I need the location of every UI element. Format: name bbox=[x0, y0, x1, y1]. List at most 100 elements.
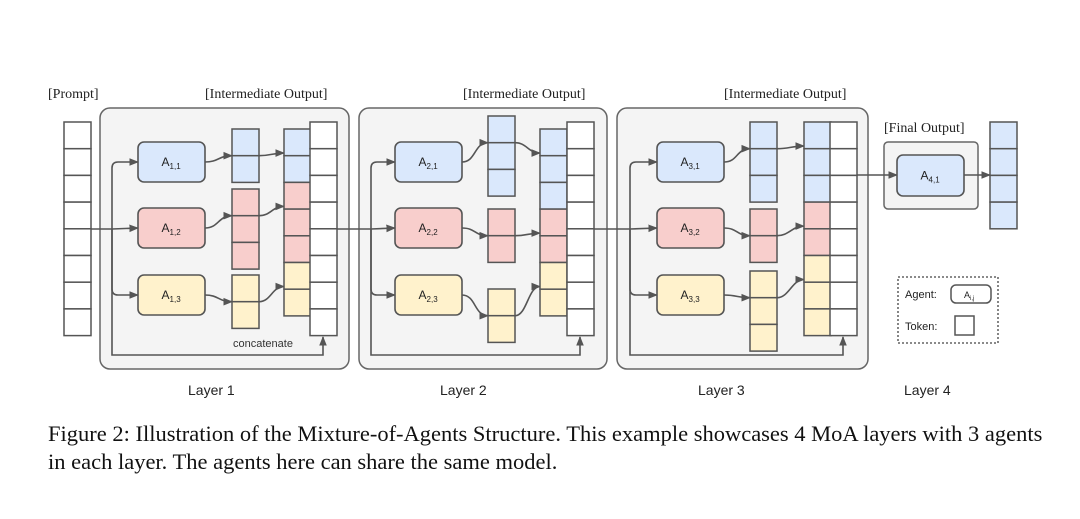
concat-arrow bbox=[514, 229, 541, 237]
token-cell bbox=[539, 208, 568, 237]
token-cell bbox=[829, 174, 858, 203]
concat-arrow bbox=[514, 282, 541, 317]
agent-3-1-output bbox=[749, 121, 778, 203]
layer-1-name: Layer 1 bbox=[188, 382, 235, 398]
token-cell bbox=[566, 174, 595, 203]
connector-lines bbox=[71, 138, 991, 356]
agent-output-arrow bbox=[204, 294, 233, 306]
token-cell bbox=[803, 174, 832, 203]
token-cell bbox=[829, 201, 858, 230]
token-cell bbox=[539, 181, 568, 210]
agent-box bbox=[394, 141, 463, 183]
agent-box bbox=[394, 274, 463, 316]
layer-2-concatenated-output bbox=[539, 128, 568, 317]
agent-2-2: A2,2 bbox=[394, 207, 463, 249]
token-cell bbox=[63, 308, 92, 337]
token-cell bbox=[63, 254, 92, 283]
token-cell bbox=[749, 234, 778, 264]
agent-2-1: A2,1 bbox=[394, 141, 463, 183]
agent-2-3-output bbox=[487, 288, 516, 344]
token-cell bbox=[283, 288, 312, 317]
token-cell bbox=[309, 254, 338, 283]
agent-3-3: A3,3 bbox=[656, 274, 725, 316]
token-cell bbox=[803, 308, 832, 337]
token-cell bbox=[566, 121, 595, 150]
token-cell bbox=[989, 174, 1018, 203]
layer-1-concatenated-output bbox=[283, 128, 312, 317]
agent-label: A4,1 bbox=[921, 169, 941, 185]
residual-arrow bbox=[370, 229, 584, 356]
token-cell bbox=[749, 323, 778, 352]
token-cell bbox=[803, 228, 832, 257]
agent-1-3-output bbox=[231, 274, 260, 330]
token-cell bbox=[803, 254, 832, 283]
agent-box bbox=[137, 274, 206, 316]
agent-1-1: A1,1 bbox=[137, 141, 206, 183]
final-output-label: [Final Output] bbox=[884, 121, 965, 136]
token-cell bbox=[989, 121, 1018, 150]
agent-box bbox=[137, 141, 206, 183]
token-cell bbox=[566, 147, 595, 177]
token-cell bbox=[63, 147, 92, 177]
token-cell bbox=[283, 181, 312, 210]
token-cell bbox=[829, 281, 858, 310]
token-cell bbox=[231, 154, 260, 184]
agent-box bbox=[656, 274, 725, 316]
agent-label: A2,2 bbox=[419, 221, 439, 237]
agent-2-1-output bbox=[487, 115, 516, 197]
token-cell bbox=[539, 235, 568, 264]
token-cell bbox=[539, 261, 568, 290]
legend-agent-symbol-text: Ai,j bbox=[964, 290, 974, 302]
agent-1-2: A1,2 bbox=[137, 207, 206, 249]
token-cell bbox=[566, 228, 595, 257]
token-cell bbox=[231, 214, 260, 244]
agent-input-arrow bbox=[111, 224, 139, 233]
agent-label: A1,3 bbox=[162, 288, 182, 304]
legend-token-symbol bbox=[954, 315, 975, 336]
layer-1-intermediate-output-label: [Intermediate Output] bbox=[205, 87, 327, 102]
layer-3-concatenated-output bbox=[803, 121, 832, 337]
agent-1-2-output bbox=[231, 188, 260, 270]
legend-token-label: Token: bbox=[905, 321, 937, 333]
token-cell bbox=[749, 174, 778, 203]
token-cell bbox=[829, 308, 858, 337]
agent-label: A3,2 bbox=[681, 221, 701, 237]
token-cell bbox=[803, 201, 832, 230]
token-cell bbox=[283, 128, 312, 157]
agent-output-arrow bbox=[461, 138, 489, 163]
agent-output-arrow bbox=[723, 144, 751, 163]
agent-label: A3,1 bbox=[681, 155, 701, 171]
token-cell bbox=[487, 314, 516, 344]
agent-2-3: A2,3 bbox=[394, 274, 463, 316]
token-cell bbox=[63, 201, 92, 230]
token-cell bbox=[309, 228, 338, 257]
layer-3-name: Layer 3 bbox=[698, 382, 745, 398]
agents: A1,1A1,2A1,3 A2,1A2,2A2,3 A3,1A3,2A3,3 A4,1 bbox=[137, 141, 965, 316]
token-cell bbox=[803, 121, 832, 150]
token-cell bbox=[231, 188, 260, 217]
token-cell bbox=[829, 147, 858, 177]
agent-input-arrow bbox=[629, 158, 658, 229]
legend-agent-label: Agent: bbox=[905, 289, 937, 301]
token-cell bbox=[63, 281, 92, 310]
concat-arrow bbox=[258, 149, 285, 157]
agent-label: A1,1 bbox=[162, 155, 182, 171]
token-cell bbox=[63, 121, 92, 150]
token-cell bbox=[487, 234, 516, 264]
token-cell bbox=[487, 141, 516, 171]
legend-border bbox=[897, 276, 999, 344]
agent-label: A3,3 bbox=[681, 288, 701, 304]
agent-output-arrow bbox=[461, 294, 489, 320]
token-cell bbox=[309, 201, 338, 230]
concat-arrow bbox=[258, 282, 285, 303]
token-cell bbox=[566, 201, 595, 230]
token-cell bbox=[309, 147, 338, 177]
agent-box bbox=[656, 207, 725, 249]
residual-arrow bbox=[629, 229, 847, 356]
token-cell bbox=[829, 121, 858, 150]
token-cell bbox=[309, 308, 338, 337]
agent-box bbox=[394, 207, 463, 249]
agent-output-arrow bbox=[723, 227, 751, 240]
token-cell bbox=[566, 308, 595, 337]
token-cell bbox=[566, 281, 595, 310]
